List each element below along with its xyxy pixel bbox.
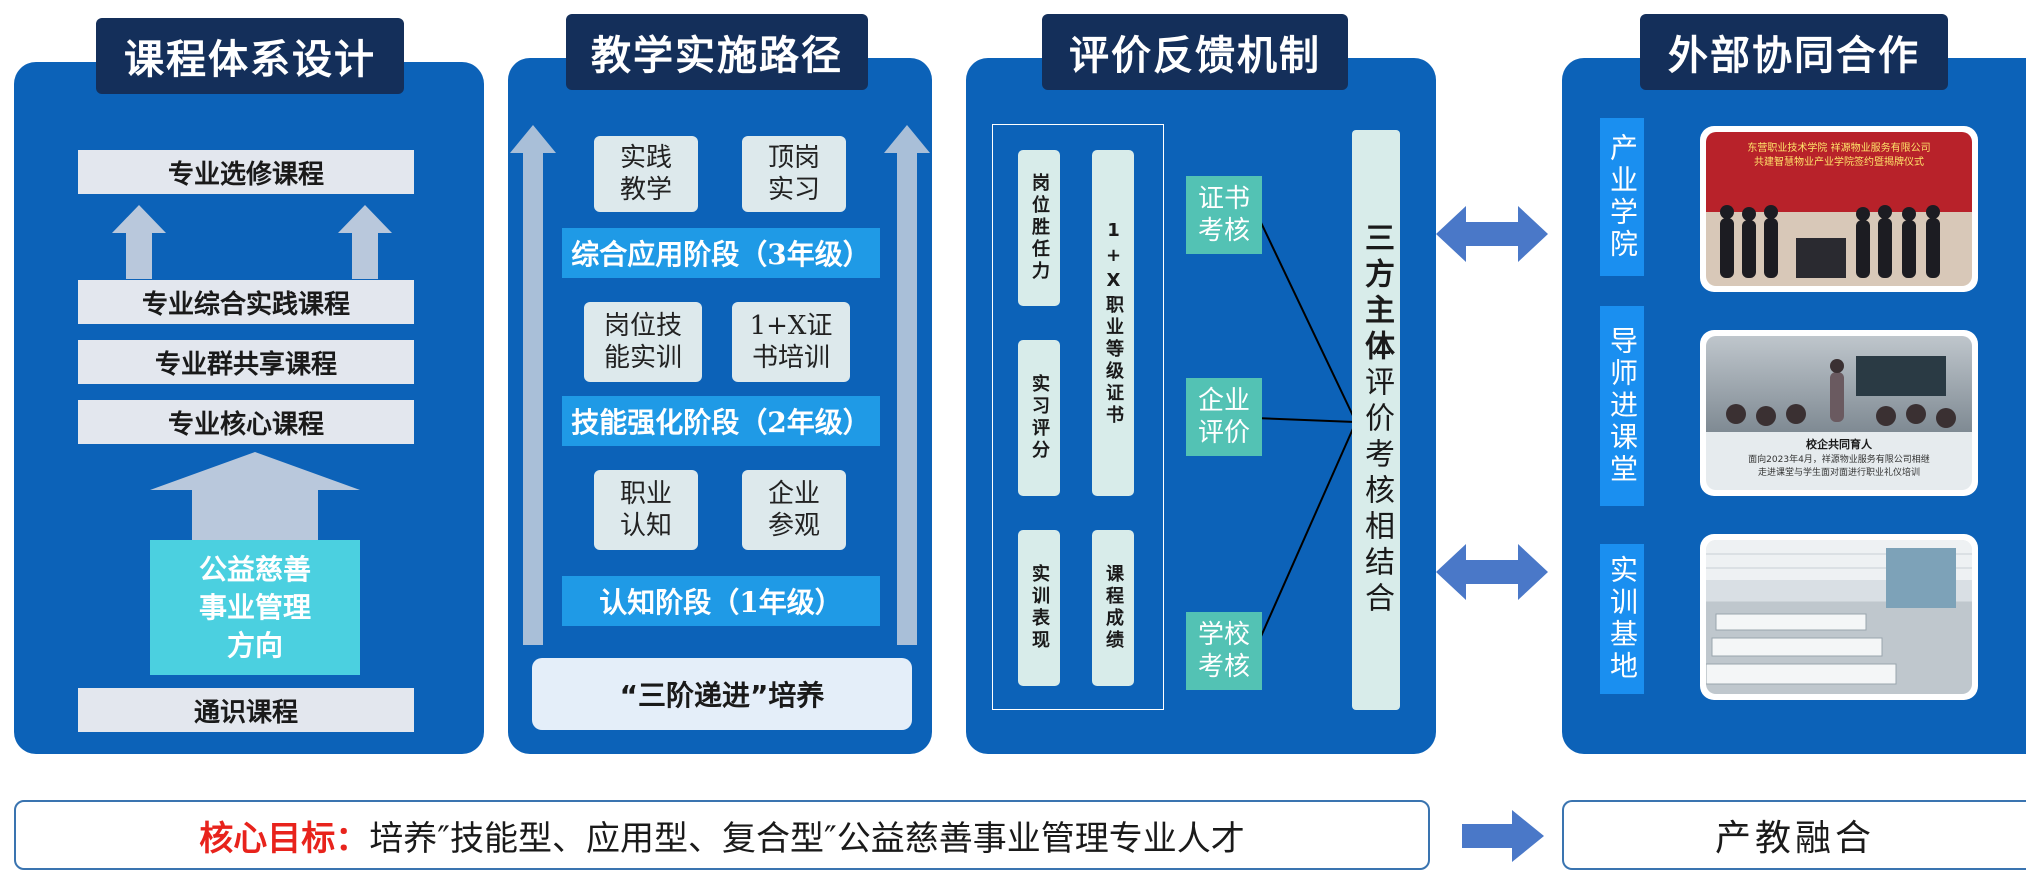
skill-training: 岗位技 能实训 bbox=[584, 302, 702, 382]
direction-box: 公益慈善 事业管理 方向 bbox=[150, 540, 360, 675]
internship: 顶岗 实习 bbox=[742, 136, 846, 212]
elective-course: 专业选修课程 bbox=[78, 150, 414, 194]
evaluation-title: 评价反馈机制 bbox=[1042, 14, 1348, 90]
photo2-caption-body: 面向2023年4月，祥源物业服务有限公司相继 走进课堂与学生面对面进行职业礼仪培… bbox=[1748, 455, 1930, 478]
competency-box: 岗位胜任力 bbox=[1018, 150, 1060, 306]
assessment-connectors bbox=[1254, 209, 1356, 651]
people-silhouettes bbox=[1720, 205, 1940, 278]
industry-college-text: 产业学院 bbox=[1606, 133, 1639, 261]
core-goal-box: 核心目标：培养″技能型、应用型、复合型″公益慈善事业管理专业人才 bbox=[14, 800, 1430, 870]
career-cognition: 职业 认知 bbox=[594, 470, 698, 550]
stage2-label: 技能强化阶段（2年级） bbox=[562, 396, 880, 446]
training-performance-label: 实训表现 bbox=[1029, 564, 1050, 652]
big-up-arrow bbox=[150, 452, 360, 542]
three-stage-footer: “三阶递进”培养 bbox=[532, 658, 912, 730]
teaching-title: 教学实施路径 bbox=[566, 14, 868, 90]
school-assessment: 学校 考核 bbox=[1186, 612, 1262, 690]
internship-score-box: 实习评分 bbox=[1018, 340, 1060, 496]
classroom-photo: 校企共同育人 面向2023年4月，祥源物业服务有限公司相继 走进课堂与学生面对面… bbox=[1700, 330, 1978, 496]
practice-teaching: 实践 教学 bbox=[594, 136, 698, 212]
certificate-box: 1+X职业等级证书 bbox=[1092, 150, 1134, 496]
internship-score-label: 实习评分 bbox=[1029, 374, 1050, 462]
direction-label: 公益慈善 事业管理 方向 bbox=[198, 552, 311, 662]
signing-ceremony-photo: 东营职业技术学院 祥源物业服务有限公司 共建智慧物业产业学院签约暨揭牌仪式 bbox=[1700, 126, 1978, 292]
training-base-label: 实训基地 bbox=[1600, 544, 1644, 694]
three-party-rest: 评价考核相结合 bbox=[1359, 366, 1394, 618]
course-grade-label: 课程成绩 bbox=[1103, 564, 1124, 652]
left-progress-arrow bbox=[510, 125, 556, 645]
training-performance-box: 实训表现 bbox=[1018, 530, 1060, 686]
curriculum-title: 课程体系设计 bbox=[96, 18, 404, 94]
integration-label: 产教融合 bbox=[1714, 818, 1875, 859]
photo1-caption: 东营职业技术学院 祥源物业服务有限公司 共建智慧物业产业学院签约暨揭牌仪式 bbox=[1747, 143, 1931, 168]
training-room-scene bbox=[1706, 540, 1972, 685]
mentor-class-text: 导师进课堂 bbox=[1606, 326, 1639, 486]
up-arrow-left bbox=[112, 205, 166, 279]
three-stage-label: “三阶递进”培养 bbox=[619, 679, 825, 712]
enterprise-evaluation: 企业 评价 bbox=[1186, 378, 1262, 456]
students-silhouettes bbox=[1726, 356, 1956, 428]
comprehensive-course: 专业综合实践课程 bbox=[78, 280, 414, 324]
right-arrow bbox=[1462, 810, 1544, 862]
training-base-photo bbox=[1700, 534, 1978, 700]
three-party-label: 三方主体评价考核相结合 bbox=[1354, 222, 1398, 618]
three-party-box: 三方主体评价考核相结合 bbox=[1352, 130, 1400, 710]
double-arrow-bottom bbox=[1436, 544, 1548, 600]
mentor-class-label: 导师进课堂 bbox=[1600, 306, 1644, 506]
core-course: 专业核心课程 bbox=[78, 400, 414, 444]
cert-training: 1+X证 书培训 bbox=[732, 302, 850, 382]
competency-label: 岗位胜任力 bbox=[1029, 173, 1050, 283]
stage3-label: 综合应用阶段（3年级） bbox=[562, 228, 880, 278]
training-base-text: 实训基地 bbox=[1606, 555, 1639, 683]
right-progress-arrow bbox=[884, 125, 930, 645]
course-grade-box: 课程成绩 bbox=[1092, 530, 1134, 686]
certificate-label: 1+X职业等级证书 bbox=[1103, 219, 1124, 427]
external-title: 外部协同合作 bbox=[1640, 14, 1948, 90]
stage1-label: 认知阶段（1年级） bbox=[562, 576, 880, 626]
industry-college-label: 产业学院 bbox=[1600, 118, 1644, 276]
enterprise-visit: 企业 参观 bbox=[742, 470, 846, 550]
integration-box: 产教融合 bbox=[1562, 800, 2026, 870]
double-arrow-top bbox=[1436, 206, 1548, 262]
up-arrow-right bbox=[338, 205, 392, 279]
core-goal-text: 培养″技能型、应用型、复合型″公益慈善事业管理专业人才 bbox=[369, 818, 1245, 859]
photo2-caption-title: 校企共同育人 bbox=[1806, 438, 1872, 451]
general-course: 通识课程 bbox=[78, 688, 414, 732]
three-party-bold: 三方主体 bbox=[1359, 222, 1394, 366]
group-shared-course: 专业群共享课程 bbox=[78, 340, 414, 384]
indicator-frame bbox=[992, 124, 1164, 710]
cert-assessment: 证书 考核 bbox=[1186, 176, 1262, 254]
core-goal-label: 核心目标： bbox=[199, 818, 370, 859]
